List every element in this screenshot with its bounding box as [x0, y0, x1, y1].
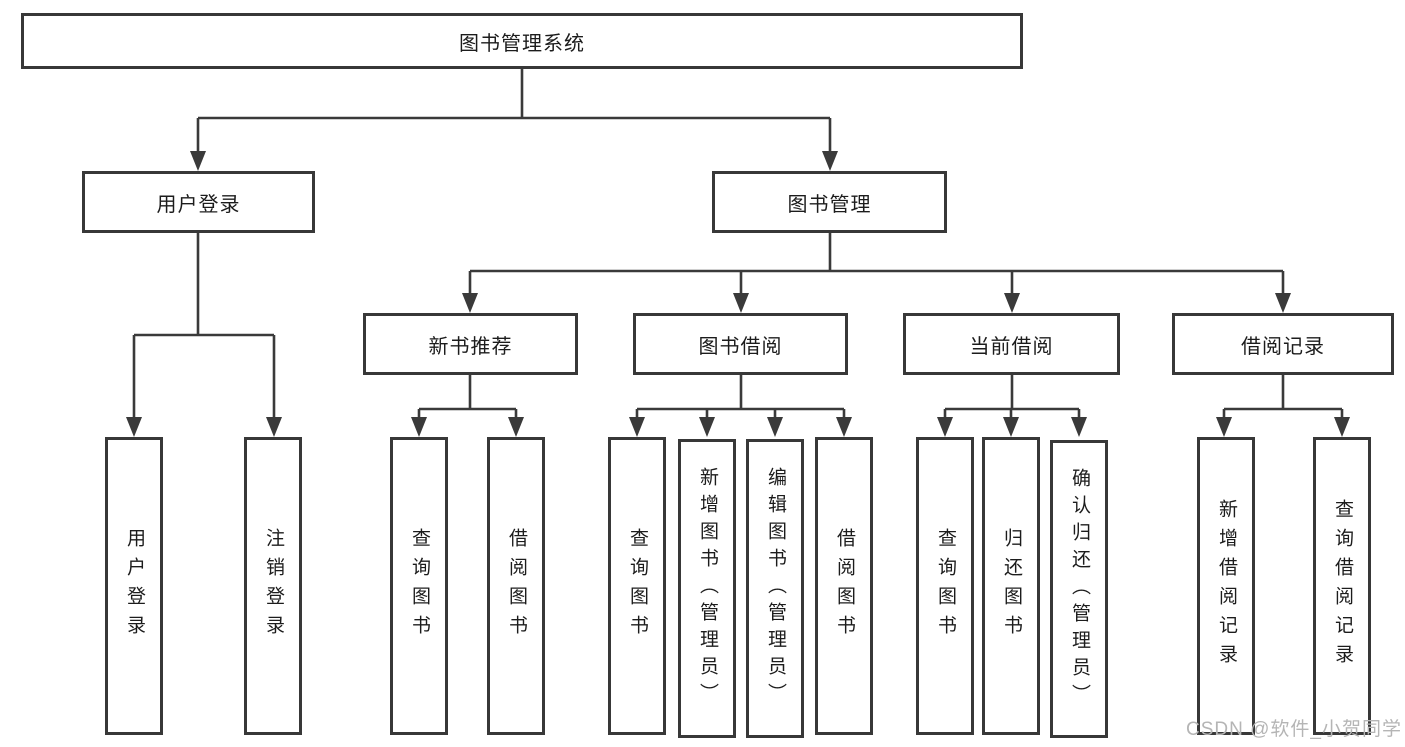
- node-label: 图书借阅: [698, 335, 783, 358]
- leaf-add-books-admin: 新增图书（管理员）: [678, 439, 736, 738]
- node-label: 查询借阅记录: [1331, 499, 1353, 673]
- node-new-book-recommend: 新书推荐: [363, 313, 578, 375]
- node-label: 当前借阅: [969, 335, 1054, 358]
- node-label: 注销登录: [262, 528, 284, 644]
- node-label: 用户登录: [156, 193, 241, 216]
- node-label: 用户登录: [123, 528, 145, 644]
- node-label: 新增图书（管理员）: [696, 467, 718, 710]
- node-label: 查询图书: [408, 528, 430, 644]
- node-label: 归还图书: [1000, 528, 1022, 644]
- node-user-login: 用户登录: [82, 171, 315, 233]
- node-book-borrow: 图书借阅: [633, 313, 848, 375]
- leaf-recommend-query-books: 查询图书: [390, 437, 448, 735]
- node-root-system: 图书管理系统: [21, 13, 1023, 69]
- arrowheads: [126, 151, 1350, 437]
- node-label: 查询图书: [626, 528, 648, 644]
- leaf-confirm-return-admin: 确认归还（管理员）: [1050, 440, 1108, 738]
- node-book-management: 图书管理: [712, 171, 947, 233]
- leaf-add-borrow-record: 新增借阅记录: [1197, 437, 1255, 735]
- leaf-edit-books-admin: 编辑图书（管理员）: [746, 439, 804, 738]
- node-label: 编辑图书（管理员）: [764, 467, 786, 710]
- leaf-user-login: 用户登录: [105, 437, 163, 735]
- leaf-borrow-query-books: 查询图书: [608, 437, 666, 735]
- node-label: 新书推荐: [428, 335, 513, 358]
- leaf-recommend-borrow-books: 借阅图书: [487, 437, 545, 735]
- leaf-logout: 注销登录: [244, 437, 302, 735]
- node-label: 图书管理: [787, 193, 872, 216]
- leaf-return-books: 归还图书: [982, 437, 1040, 735]
- node-label: 图书管理系统: [459, 32, 585, 55]
- leaf-current-query-books: 查询图书: [916, 437, 974, 735]
- node-label: 借阅图书: [833, 528, 855, 644]
- node-current-borrow: 当前借阅: [903, 313, 1120, 375]
- node-borrow-records: 借阅记录: [1172, 313, 1394, 375]
- leaf-borrow-books: 借阅图书: [815, 437, 873, 735]
- node-label: 确认归还（管理员）: [1068, 467, 1090, 711]
- leaf-query-borrow-record: 查询借阅记录: [1313, 437, 1371, 735]
- node-label: 借阅图书: [505, 528, 527, 644]
- node-label: 新增借阅记录: [1215, 499, 1237, 673]
- node-label: 借阅记录: [1241, 335, 1325, 358]
- node-label: 查询图书: [934, 528, 956, 644]
- csdn-watermark: CSDN @软件_小贺同学: [1186, 719, 1402, 740]
